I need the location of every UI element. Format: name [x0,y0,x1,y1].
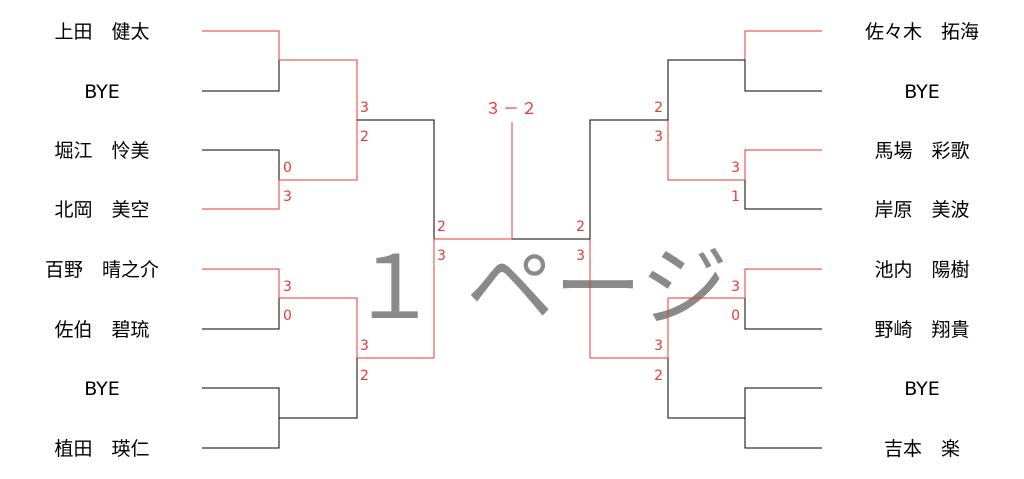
score-left-r2-m1-bottom: 2 [360,129,369,145]
right-player-8: 吉本 楽 [884,438,960,460]
right-player-4: 岸原 美波 [874,199,969,221]
score-left-r1-m2-bottom: 3 [283,189,292,205]
left-bracket-lines [202,30,435,449]
right-player-6: 野崎 翔貴 [874,319,969,341]
score-left-r1-m2-top: 0 [283,160,292,176]
score-right-r2-m1-bottom: 3 [654,129,663,145]
right-player-3: 馬場 彩歌 [874,140,969,162]
right-player-7: BYE [904,378,940,400]
score-right-r3-bottom: 3 [576,248,585,264]
score-right-r1-m3-top: 3 [731,279,740,295]
left-player-4: 北岡 美空 [54,199,149,221]
score-left-r2-m1-top: 3 [360,100,369,116]
left-player-7: BYE [84,378,120,400]
score-right-r2-m1-top: 2 [654,100,663,116]
left-player-5: 百野 晴之介 [45,259,159,281]
right-player-5: 池内 陽樹 [874,259,969,281]
score-right-r1-m2-top: 3 [731,160,740,176]
left-player-3: 堀江 怜美 [54,140,149,162]
left-player-1: 上田 健太 [54,21,149,43]
score-left-r3-top: 2 [437,219,446,235]
left-player-8: 植田 瑛仁 [54,438,149,460]
right-player-names: 佐々木 拓海 BYE 馬場 彩歌 岸原 美波 池内 陽樹 野崎 翔貴 BYE 吉… [865,21,979,460]
score-right-r2-m2-top: 3 [654,338,663,354]
score-right-r2-m2-bottom: 2 [654,368,663,384]
page-watermark: １ ページ [350,236,728,339]
right-bracket-lines [589,30,822,449]
left-player-names: 上田 健太 BYE 堀江 怜美 北岡 美空 百野 晴之介 佐伯 碧琉 BYE 植… [45,21,159,460]
left-scores: 0 3 3 0 3 2 3 2 2 3 [283,100,446,384]
score-left-r1-m3-bottom: 0 [283,308,292,324]
left-player-2: BYE [84,81,120,103]
score-left-r1-m3-top: 3 [283,279,292,295]
final-score: ３－２ [485,99,539,118]
score-left-r2-m2-top: 3 [360,338,369,354]
score-right-r3-top: 2 [576,219,585,235]
score-right-r1-m3-bottom: 0 [731,308,740,324]
right-player-1: 佐々木 拓海 [865,21,979,43]
score-left-r3-bottom: 3 [437,248,446,264]
left-player-6: 佐伯 碧琉 [54,319,149,341]
final-lines [434,122,590,240]
score-left-r2-m2-bottom: 2 [360,368,369,384]
right-scores: 3 1 3 0 2 3 3 2 2 3 [576,100,740,384]
score-right-r1-m2-bottom: 1 [731,189,740,205]
right-player-2: BYE [904,81,940,103]
